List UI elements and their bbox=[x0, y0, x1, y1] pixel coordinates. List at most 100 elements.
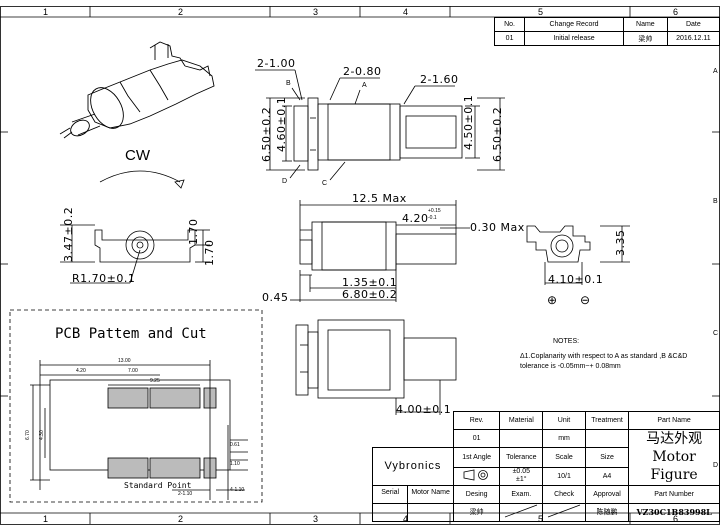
rev-row-date: 2016.12.11 bbox=[666, 31, 720, 46]
dim-end-h3: 1.70 bbox=[203, 239, 216, 267]
tb-treatment bbox=[584, 429, 630, 448]
dim-right-w: 4.10±0.1 bbox=[548, 273, 604, 286]
tb-tolerance-val1: ±0.05 bbox=[512, 468, 531, 476]
pcb-dim-061: 0.61 bbox=[230, 442, 240, 448]
label-d: D bbox=[282, 178, 288, 185]
pcb-pattern-drawing bbox=[9, 309, 263, 503]
pcb-title: PCB Pattem and Cut bbox=[55, 326, 207, 342]
rev-header-date: Date bbox=[666, 17, 720, 32]
pcb-dim-2-110: 2-1.10 bbox=[178, 491, 193, 497]
minus-terminal-icon: ⊖ bbox=[580, 293, 591, 307]
label-b: B bbox=[286, 80, 291, 87]
dim-end-r: R1.70±0.1 bbox=[72, 272, 136, 285]
tb-approval-label: Approval bbox=[584, 484, 630, 504]
grid-row-a: A bbox=[713, 68, 718, 75]
tb-exam-slash bbox=[505, 504, 538, 518]
pcb-dim-4-110: 4-1.10 bbox=[230, 487, 245, 493]
pcb-standard-point: Standard Point bbox=[124, 481, 192, 490]
tb-scale: 10/1 bbox=[542, 466, 586, 486]
pcb-dim-13: 13.00 bbox=[118, 358, 131, 364]
tb-size: A4 bbox=[584, 466, 630, 486]
bottom-view-drawing bbox=[295, 319, 457, 415]
end-view-drawing bbox=[60, 224, 210, 284]
tb-designer: 梁帅 bbox=[452, 502, 501, 522]
dim-front-d2: 6.80±0.2 bbox=[342, 288, 398, 301]
right-view-drawing bbox=[526, 225, 630, 285]
tb-check-label: Check bbox=[542, 484, 586, 504]
grid-col-3-bottom: 3 bbox=[313, 514, 319, 524]
dim-front-shaft: 4.20 bbox=[402, 212, 429, 225]
dim-top-h4: 6.50±0.2 bbox=[491, 106, 504, 162]
notes-line-1: Δ1.Coplanarity with respect to A as stan… bbox=[520, 353, 688, 360]
dim-front-lead: 0.30 Max bbox=[470, 221, 525, 234]
tb-part-name-cn: 马达外观 bbox=[646, 431, 703, 447]
grid-col-1-bottom: 1 bbox=[43, 514, 49, 524]
dim-front-shaft-tol-dn: -0.1 bbox=[428, 215, 437, 221]
plus-terminal-icon: ⊕ bbox=[547, 293, 558, 307]
rev-header-no: No. bbox=[493, 17, 526, 32]
tb-tolerance-val2: ±1° bbox=[516, 476, 527, 484]
tb-material bbox=[499, 429, 544, 448]
rev-header-change: Change Record bbox=[524, 17, 624, 32]
tb-scale-label: Scale bbox=[542, 447, 586, 468]
front-view-drawing bbox=[290, 200, 470, 302]
pcb-dim-670: 6.70 bbox=[25, 430, 31, 440]
dim-front-d3: 0.45 bbox=[262, 291, 289, 304]
grid-col-3-top: 3 bbox=[313, 7, 319, 17]
dim-front-d1: 1.35±0.1 bbox=[342, 276, 398, 289]
top-view-drawing bbox=[255, 69, 505, 181]
tb-part-name-en: Motor Figure bbox=[650, 449, 698, 484]
tb-check-slash bbox=[547, 504, 581, 518]
rev-row-no: 01 bbox=[493, 31, 526, 46]
tb-unit: mm bbox=[542, 429, 586, 448]
dim-front-len: 12.5 Max bbox=[352, 192, 407, 205]
tb-motor-label: Motor Name bbox=[411, 488, 450, 496]
grid-col-6-top: 6 bbox=[673, 7, 679, 17]
rev-row-change: Initial release bbox=[524, 31, 624, 46]
grid-col-2-bottom: 2 bbox=[178, 514, 184, 524]
pcb-dim-42: 4.20 bbox=[76, 368, 86, 374]
tb-exam bbox=[499, 502, 544, 522]
tb-serial-label: Serial bbox=[373, 485, 409, 503]
pcb-dim-70: 7.00 bbox=[128, 368, 138, 374]
tb-rev: 01 bbox=[452, 429, 501, 448]
pcb-dim-110: 1.10 bbox=[230, 461, 240, 467]
tb-company: Vybronics bbox=[372, 447, 454, 486]
revision-table: No. Change Record Name Date 01 Initial r… bbox=[493, 17, 720, 46]
rotation-label: CW bbox=[125, 147, 150, 164]
tb-check bbox=[542, 502, 586, 522]
tb-projection-icon bbox=[452, 466, 501, 486]
notes-line-2: tolerance is -0.05mm~+ 0.08mm bbox=[520, 363, 621, 370]
tb-material-label: Material bbox=[499, 411, 544, 430]
dim-bottom-w: 4.00±0.1 bbox=[396, 403, 452, 416]
first-angle-projection-icon bbox=[463, 469, 488, 481]
grid-col-2-top: 2 bbox=[178, 7, 184, 17]
tb-unit-label: Unit bbox=[542, 411, 586, 430]
tb-design-label: Desing bbox=[452, 484, 501, 504]
grid-col-5-top: 5 bbox=[538, 7, 544, 17]
dim-front-shaft-tol-up: +0.15 bbox=[428, 208, 441, 214]
tb-angle-label: 1st Angle bbox=[452, 447, 501, 468]
notes-title: NOTES: bbox=[553, 338, 580, 345]
title-block: Rev. Material Unit Treatment Part Name 0… bbox=[372, 411, 720, 522]
tb-exam-label: Exam. bbox=[499, 484, 544, 504]
tb-tolerance-label: Tolerance bbox=[499, 447, 544, 468]
label-c: C bbox=[322, 180, 328, 187]
pcb-dim-430: 4.30 bbox=[39, 430, 45, 440]
grid-row-b: B bbox=[713, 198, 718, 205]
dim-top-h3: 4.50±0.1 bbox=[462, 94, 475, 150]
dim-top-d2: 2-0.80 bbox=[343, 65, 382, 78]
rotation-arrow bbox=[99, 170, 181, 183]
dim-top-d1: 2-1.00 bbox=[257, 57, 296, 70]
tb-rev-label: Rev. bbox=[452, 411, 501, 430]
rev-row-name: 梁帅 bbox=[622, 31, 668, 46]
dim-right-h: 3.35 bbox=[614, 229, 627, 257]
tb-treatment-label: Treatment bbox=[584, 411, 630, 430]
isometric-motor bbox=[59, 41, 215, 139]
dim-top-h1: 6.50±0.2 bbox=[260, 106, 273, 162]
dim-top-h2: 4.60±0.1 bbox=[275, 96, 288, 152]
label-a: A bbox=[362, 82, 367, 89]
rev-header-name: Name bbox=[622, 17, 668, 32]
